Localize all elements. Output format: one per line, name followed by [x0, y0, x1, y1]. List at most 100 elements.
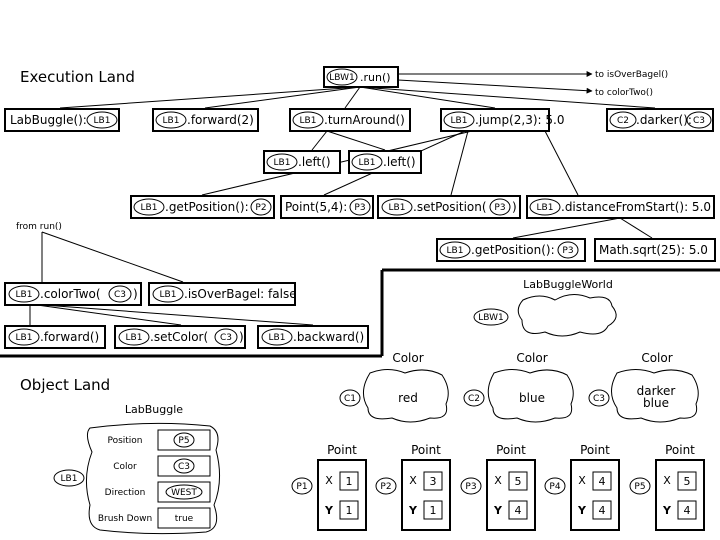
ref-p1: P1 — [296, 482, 307, 492]
to-colortwo-note: to colorTwo() — [595, 88, 653, 98]
ref-p3: P3 — [354, 203, 365, 213]
ref-p3: P3 — [562, 246, 573, 256]
distancefromstart-call: .distanceFromStart(): 5.0 — [561, 200, 711, 214]
frame-distancefromstart: LB1 .distanceFromStart(): 5.0 — [526, 195, 715, 219]
colortwo-close: ) — [133, 287, 138, 301]
point-call: Point(5,4): — [285, 200, 347, 214]
ref-lb1: LB1 — [94, 116, 111, 126]
ref-lb1: LB1 — [389, 203, 406, 213]
point-x-value: 1 — [346, 475, 353, 488]
y-label: Y — [662, 504, 672, 517]
execution-land-title: Execution Land — [20, 68, 135, 86]
setcolor-close: ) — [239, 330, 244, 344]
frame-darker: C2 .darker(): C3 — [606, 108, 714, 132]
ref-lb1: LB1 — [160, 290, 177, 300]
object-type-label: Point — [327, 443, 357, 457]
object-type-label: Point — [411, 443, 441, 457]
frame-getposition-2: LB1 .getPosition(): P3 — [436, 238, 586, 262]
call-tree-lines — [29, 86, 656, 326]
forward-call: .forward() — [40, 330, 99, 344]
point-x-value: 5 — [515, 475, 522, 488]
frame-setposition: LB1 .setPosition( P3 ) — [377, 195, 521, 219]
darker-call: .darker(): — [636, 113, 692, 127]
object-type-label: Color — [516, 351, 547, 365]
object-point-p3: Point X 5 Y 4 P3 — [460, 443, 536, 531]
ref-lb1: LB1 — [537, 203, 554, 213]
ref-lb1: LB1 — [300, 116, 317, 126]
field-value-position: P5 — [178, 436, 189, 446]
mathsqrt-call: Math.sqrt(25): 5.0 — [599, 243, 708, 257]
field-label-position: Position — [107, 436, 142, 446]
y-label: Y — [577, 504, 587, 517]
point-y-value: 4 — [684, 504, 691, 517]
ref-p4: P4 — [549, 482, 560, 492]
object-type-label: Color — [392, 351, 423, 365]
object-color-c3: Color darker blue C3 — [588, 351, 699, 423]
ref-lbw1: LBW1 — [329, 73, 355, 83]
ref-c2: C2 — [617, 116, 629, 126]
ref-p2: P2 — [380, 482, 391, 492]
x-label: X — [578, 474, 586, 487]
frame-mathsqrt: Math.sqrt(25): 5.0 — [594, 238, 716, 262]
x-label: X — [494, 474, 502, 487]
point-x-value: 4 — [599, 475, 606, 488]
forward-call: .forward(2) — [187, 113, 254, 127]
left-call: .left() — [383, 155, 416, 169]
object-type-label: Color — [641, 351, 672, 365]
object-point-p1: Point X 1 Y 1 P1 — [291, 443, 367, 531]
colortwo-call: .colorTwo( — [40, 287, 101, 301]
field-label-color: Color — [113, 462, 137, 472]
ref-c3: C3 — [693, 116, 705, 126]
ref-lb1: LB1 — [141, 203, 158, 213]
frame-colortwo: LB1 .colorTwo( C3 ) — [4, 282, 142, 306]
y-label: Y — [408, 504, 418, 517]
constructor-call: LabBuggle(): — [10, 113, 87, 127]
object-labbuggleworld: LabBuggleWorld LBW1 — [473, 278, 617, 337]
left-call: .left() — [298, 155, 331, 169]
ref-lbw1: LBW1 — [478, 313, 504, 323]
ref-lb1: LB1 — [126, 333, 143, 343]
ref-lb1: LB1 — [451, 116, 468, 126]
field-value-brushdown: true — [175, 514, 194, 524]
to-isoverbagel-note: to isOverBagel() — [595, 70, 668, 80]
y-label: Y — [493, 504, 503, 517]
x-label: X — [663, 474, 671, 487]
object-type-label: LabBuggleWorld — [523, 278, 613, 291]
color-value: red — [398, 391, 418, 405]
point-y-value: 4 — [599, 504, 606, 517]
point-y-value: 4 — [515, 504, 522, 517]
object-type-label: LabBuggle — [125, 403, 183, 416]
y-label: Y — [324, 504, 334, 517]
frame-turnaround: LB1 .turnAround() — [289, 108, 411, 132]
frame-left-1: LB1 .left() — [263, 150, 341, 174]
object-land-title: Object Land — [20, 376, 110, 394]
jump-call: .jump(2,3): 5.0 — [475, 113, 564, 127]
color-value: blue — [519, 391, 545, 405]
frame-forward: LB1 .forward(2) — [152, 108, 259, 132]
run-call: .run() — [360, 71, 391, 84]
setposition-call: .setPosition( — [413, 200, 487, 214]
frame-forward-2: LB1 .forward() — [4, 325, 106, 349]
getposition-call: .getPosition(): — [165, 200, 249, 214]
ref-p2: P2 — [255, 203, 266, 213]
frame-setcolor: LB1 .setColor( C3 ) — [114, 325, 246, 349]
field-label-direction: Direction — [105, 488, 146, 498]
object-type-label: Point — [496, 443, 526, 457]
ref-lb1: LB1 — [269, 333, 286, 343]
ref-p3: P3 — [465, 482, 476, 492]
frame-left-2: LB1 .left() — [348, 150, 422, 174]
frame-point-constructor: Point(5,4): P3 — [280, 195, 374, 219]
object-type-label: Point — [665, 443, 695, 457]
ref-p5: P5 — [634, 482, 645, 492]
x-label: X — [409, 474, 417, 487]
point-x-value: 5 — [684, 475, 691, 488]
object-color-c1: Color red C1 — [339, 351, 449, 423]
frame-run: LBW1 .run() — [323, 66, 399, 88]
object-point-p4: Point X 4 Y 4 P4 — [544, 443, 620, 531]
frame-getposition-1: LB1 .getPosition(): P2 — [130, 195, 275, 219]
ref-lb1: LB1 — [16, 333, 33, 343]
color-value-line1: darker — [637, 384, 676, 398]
return-arrows — [397, 71, 593, 94]
ref-lb1: LB1 — [359, 158, 376, 168]
